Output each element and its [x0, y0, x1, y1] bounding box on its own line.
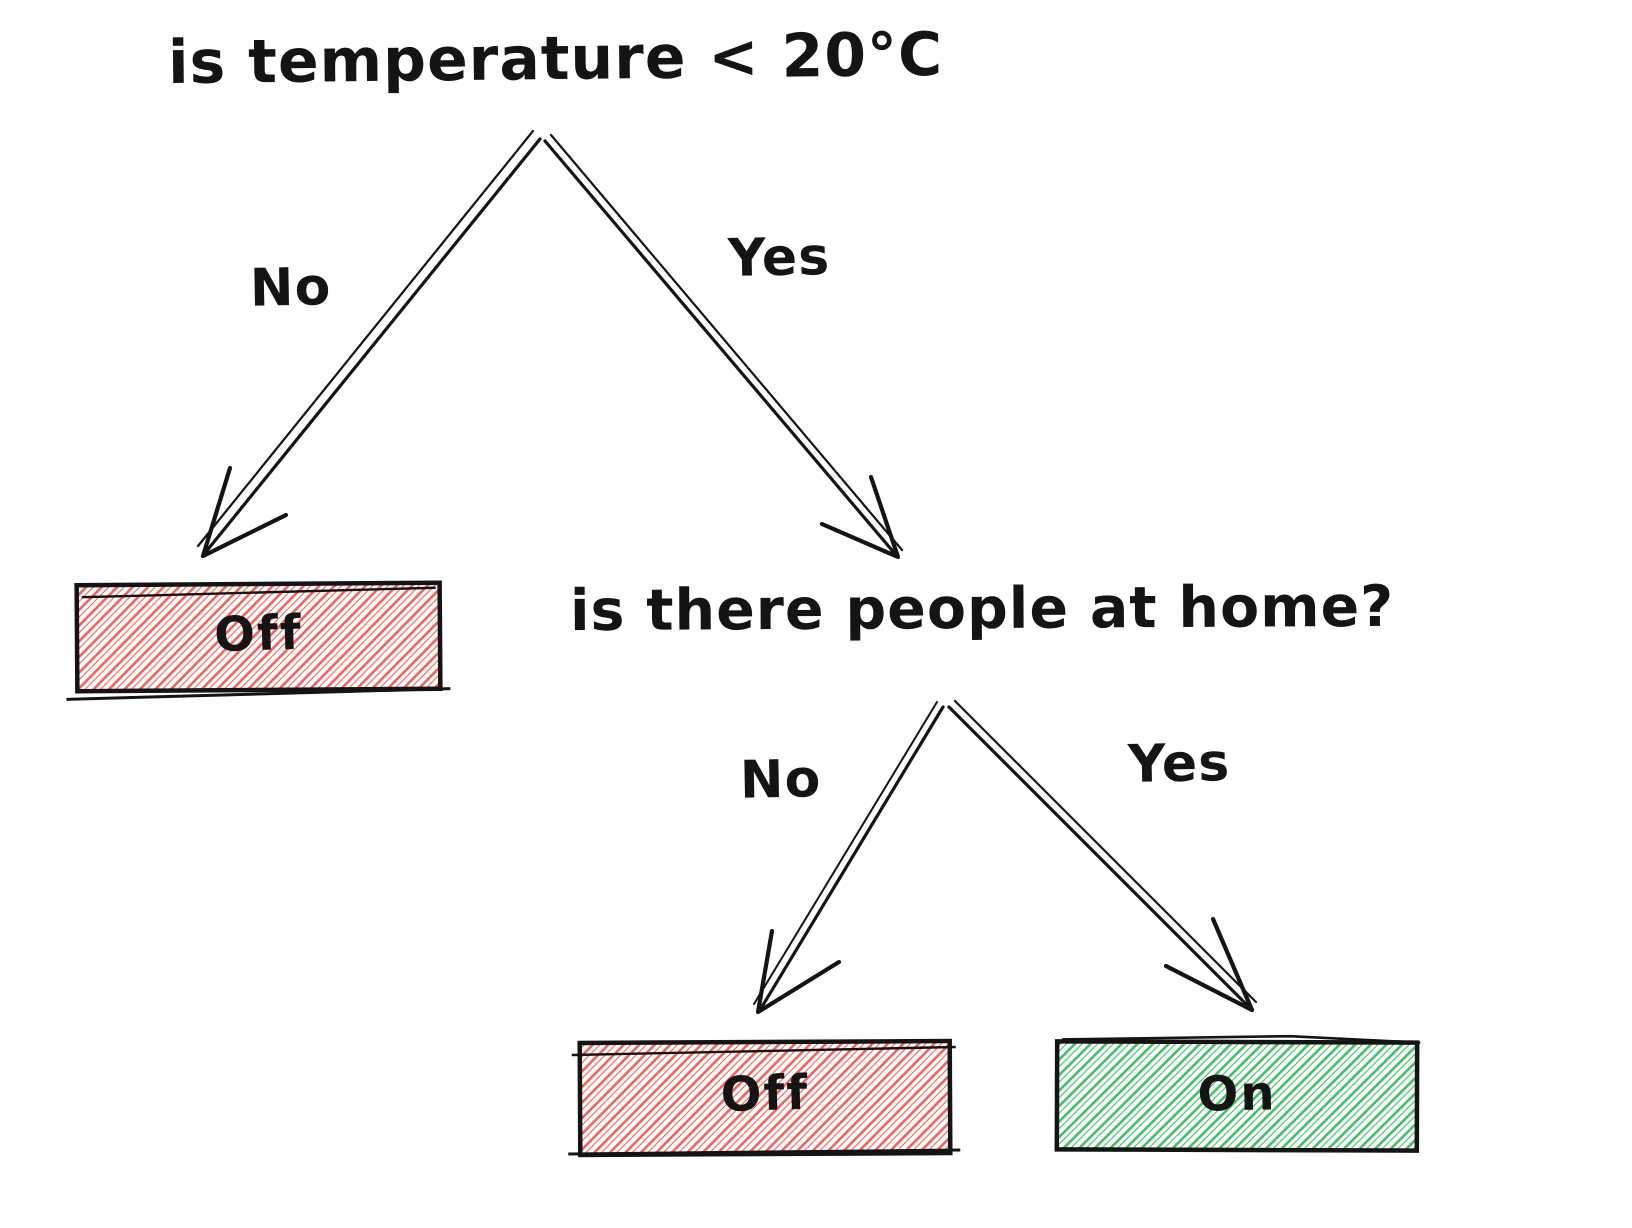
node-off2-label: Off: [719, 1064, 810, 1124]
question-people-home: is there people at home?: [569, 573, 1395, 645]
edge-q2-no-arrow: [753, 701, 945, 1015]
edge-label-q2-no: No: [739, 749, 822, 811]
edge-label-q1-no: No: [249, 257, 332, 319]
edge-q2-yes-arrow: [947, 699, 1258, 1013]
edge-q1-no-arrow: [196, 129, 542, 559]
question-temperature: is temperature < 20°C: [167, 19, 944, 99]
edge-q1-yes-arrow: [543, 133, 904, 560]
edge-label-q2-yes: Yes: [1127, 733, 1231, 795]
node-off1-label: Off: [213, 604, 304, 664]
edge-label-q1-yes: Yes: [727, 227, 831, 289]
node-off1-box: [66, 580, 451, 701]
node-on-label: On: [1197, 1065, 1277, 1123]
node-on-box: [1054, 1034, 1421, 1153]
node-off2-box: [568, 1038, 961, 1158]
